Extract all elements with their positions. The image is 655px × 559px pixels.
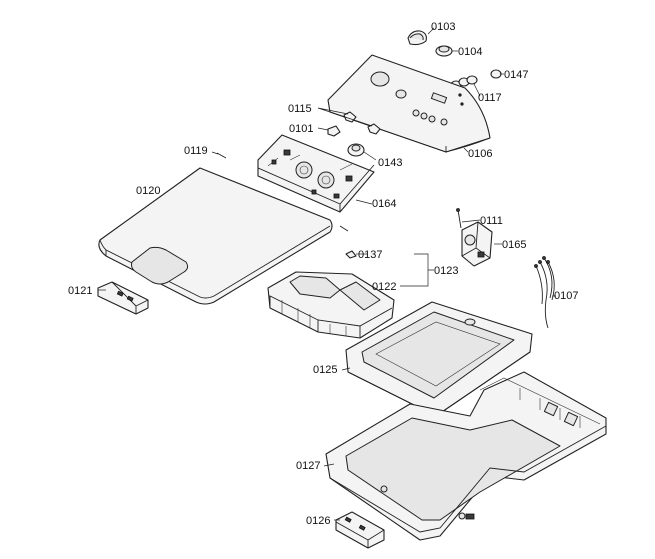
label-0106: 0106: [468, 148, 492, 160]
label-0137: 0137: [358, 249, 382, 261]
label-0111: 0111: [480, 215, 503, 227]
label-0126: 0126: [306, 515, 330, 527]
label-0125: 0125: [313, 364, 337, 376]
label-0165: 0165: [502, 239, 526, 251]
label-0115: 0115: [288, 103, 312, 115]
part-0127-top-frame: [325, 371, 607, 541]
part-0104-knob: [435, 45, 453, 57]
label-0103: 0103: [431, 21, 455, 33]
label-0101: 0101: [289, 123, 313, 135]
label-0119: 0119: [184, 145, 208, 157]
part-0120-lid: [98, 167, 333, 305]
part-0126-hinge: [335, 511, 385, 549]
label-0122: 0122: [372, 281, 396, 293]
label-0104: 0104: [458, 46, 482, 58]
part-0125-tub-ring: [345, 301, 533, 417]
label-0120: 0120: [136, 185, 160, 197]
part-0103-knob: [407, 30, 427, 46]
label-0127: 0127: [296, 460, 320, 472]
part-0165-sensor: [461, 221, 493, 267]
part-0121-handle: [97, 281, 149, 315]
part-0119-pin: [216, 152, 349, 232]
part-0147-button: [490, 69, 502, 79]
label-0143: 0143: [378, 157, 402, 169]
part-0101: [327, 125, 341, 137]
part-labels: 0103 0104 0147 0117 0115 0101 0143 0106 …: [68, 21, 578, 527]
label-0147: 0147: [504, 69, 528, 81]
label-0107: 0107: [554, 290, 578, 302]
part-0122-dispenser: [267, 271, 395, 339]
label-0121: 0121: [68, 285, 92, 297]
label-0164: 0164: [372, 198, 396, 210]
label-0123: 0123: [434, 265, 458, 277]
part-0111-screw: [456, 208, 462, 229]
label-0117: 0117: [478, 92, 502, 104]
part-0107-wiring: [534, 256, 555, 329]
part-0106-control-panel: [327, 54, 491, 153]
part-0137: [345, 250, 357, 259]
leader-lines: [98, 27, 556, 521]
part-0164-pcb: [257, 134, 375, 213]
part-0143: [347, 143, 365, 157]
